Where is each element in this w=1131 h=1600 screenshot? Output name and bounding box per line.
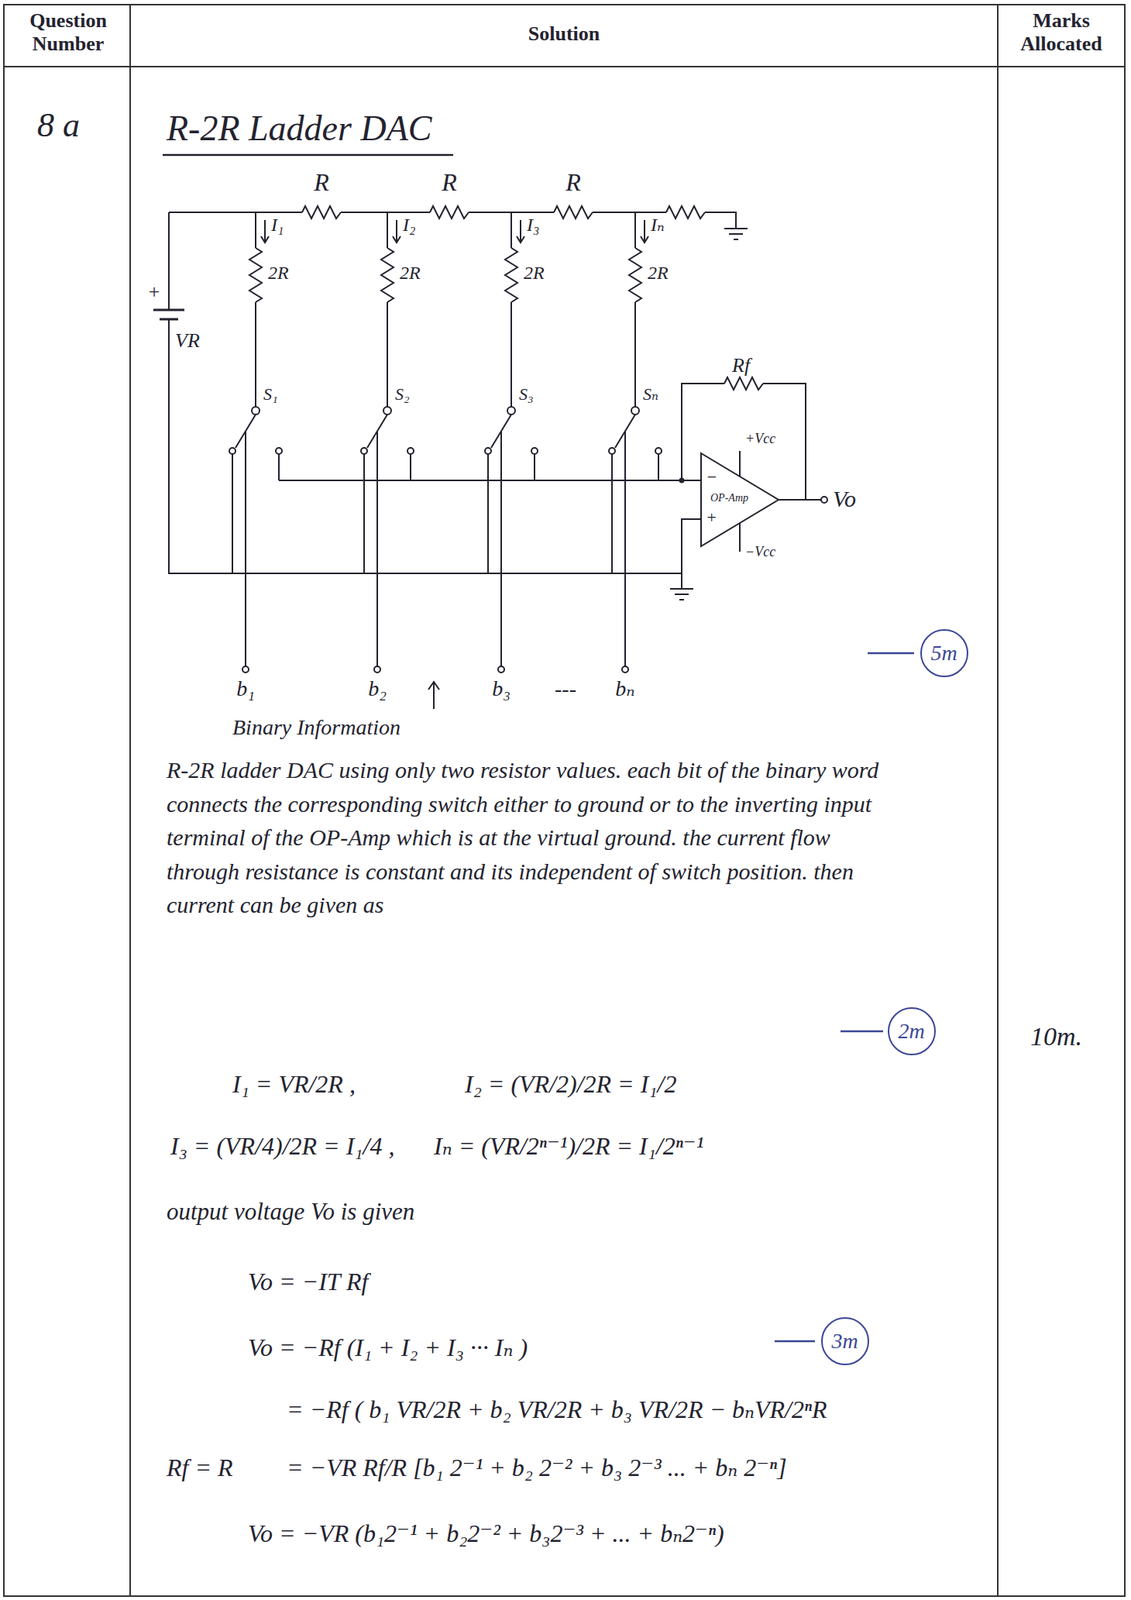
pointer-arrow: [428, 681, 440, 709]
switch-contact: [360, 447, 368, 454]
bit-label: bₙ: [609, 675, 641, 702]
wire: [168, 212, 822, 667]
switch-contact: [407, 447, 414, 454]
switch-arm: [235, 414, 636, 448]
bit-label: b₃: [485, 675, 517, 702]
supply-label: −Vcc: [745, 543, 776, 561]
current-label: I₂: [402, 213, 416, 237]
marks-circle: 2m: [887, 1007, 936, 1056]
leader-dash: [774, 653, 915, 1341]
ground-symbol: [670, 228, 748, 600]
input-sign: −: [705, 468, 718, 486]
switch-pivot: [507, 406, 516, 415]
equation: I₁ = VR/2R ,: [232, 1069, 356, 1099]
output-label: Vo: [832, 484, 856, 513]
marks-total: 10m.: [1030, 1020, 1083, 1053]
battery-symbol: [153, 309, 185, 320]
body-text: R-2R ladder DAC using only two resistor …: [166, 752, 880, 922]
equation: Vo = −Rf (I₁ + I₂ + I₃ ··· Iₙ ): [247, 1332, 528, 1362]
switch-label: S₂: [395, 384, 410, 405]
bit-terminal: [374, 666, 381, 673]
current-label: I₃: [526, 213, 540, 237]
ellipsis-dashes: ---: [543, 675, 588, 702]
current-label: Iₙ: [650, 213, 665, 237]
switch-contact: [229, 447, 236, 454]
supply-label: +Vcc: [745, 430, 776, 448]
current-arrow: [261, 220, 649, 243]
switch-contact: [608, 447, 616, 454]
opamp-triangle: [701, 453, 779, 547]
resistor-label: Rf: [732, 353, 750, 378]
input-sign: +: [705, 508, 718, 526]
switch-contact: [655, 447, 662, 454]
switch-contact: [275, 447, 282, 454]
output-terminal: [821, 496, 828, 503]
table-grid: [3, 4, 1125, 1596]
switch-contact: [531, 447, 538, 454]
bit-label: b₂: [361, 675, 393, 702]
switch-pivot: [383, 406, 392, 415]
switch-contact: [484, 447, 492, 454]
marks-value: 5m: [930, 642, 957, 664]
resistor-label: R: [561, 167, 585, 197]
bit-terminal: [622, 666, 629, 673]
marks-circle: 5m: [920, 629, 969, 678]
junction-dot: [679, 477, 685, 484]
marks-circle: 3m: [821, 1316, 870, 1365]
bit-terminal: [242, 666, 249, 673]
switch-label: S₃: [519, 384, 534, 405]
resistor-symbol: [249, 247, 642, 303]
voltage-label: VR: [175, 328, 200, 353]
equation: Vo = −IT Rf: [247, 1266, 369, 1297]
resistor-label: R: [309, 167, 334, 197]
opamp-label: OP-Amp: [710, 492, 749, 504]
equation: = −Rf ( b₁ VR/2R + b₂ VR/2R + b₃ VR/2R −…: [286, 1394, 828, 1424]
heading: R-2R Ladder DAC: [166, 106, 432, 150]
bit-terminal: [498, 666, 505, 673]
terminal-circles: [229, 406, 828, 673]
title-underline: [162, 154, 454, 157]
equation: Vo = −VR (b₁2⁻¹ + b₂2⁻² + b₃2⁻³ + ... + …: [247, 1518, 725, 1548]
bit-label: b₁: [230, 675, 262, 702]
resistor-label: 2R: [647, 261, 669, 285]
equation: Rf = R: [166, 1452, 234, 1482]
current-label: I₁: [271, 213, 284, 237]
input-caption: Binary Information: [232, 714, 401, 741]
question-number: 8 a: [37, 105, 80, 147]
table-header: Question Number: [7, 9, 129, 56]
equation: I₂ = (VR/2)/2R = I₁/2: [464, 1069, 677, 1099]
resistor-label: R: [437, 167, 461, 197]
body-text: output voltage Vo is given: [166, 1196, 415, 1226]
resistor-label: 2R: [268, 261, 289, 285]
marks-value: 3m: [831, 1330, 858, 1352]
equation: I₃ = (VR/4)/2R = I₁/4 ,: [170, 1131, 395, 1161]
switch-pivot: [631, 406, 640, 415]
resistor-label: 2R: [523, 261, 545, 285]
equation: Iₙ = (VR/2ⁿ⁻¹)/2R = I₁/2ⁿ⁻¹: [433, 1131, 704, 1161]
table-header: Marks Allocated: [999, 9, 1124, 56]
resistor-label: 2R: [399, 261, 421, 285]
switch-pivot: [251, 406, 260, 415]
table-header: Solution: [486, 21, 642, 46]
resistor-symbol: [302, 206, 764, 390]
polarity-sign: +: [147, 281, 162, 303]
equation: = −VR Rf/R [b₁ 2⁻¹ + b₂ 2⁻² + b₃ 2⁻³ ...…: [286, 1452, 788, 1482]
marks-value: 2m: [897, 1020, 925, 1042]
switch-label: Sₙ: [642, 384, 659, 405]
opamp-symbol: − OP-Amp +: [701, 453, 779, 547]
switch-label: S₁: [263, 384, 279, 405]
